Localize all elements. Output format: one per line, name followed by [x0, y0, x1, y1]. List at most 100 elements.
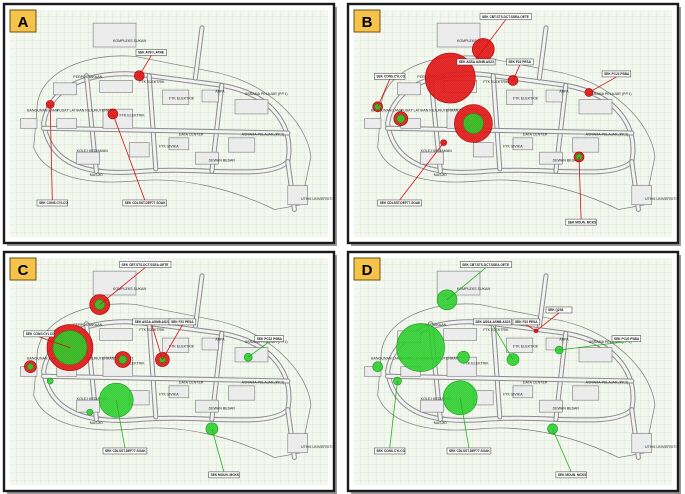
building-block — [20, 118, 38, 129]
callout-box — [374, 447, 406, 455]
building-block — [578, 99, 613, 115]
building-label: FTK ELEKTRIK — [169, 345, 195, 349]
building-label: BANGUNAN LAMA — [27, 357, 59, 361]
building-block — [162, 89, 190, 105]
panel-badge — [353, 257, 381, 281]
building-label: ASRAMA PELAJAR (PP.2) — [242, 380, 285, 384]
building-label: MASJID — [90, 421, 104, 425]
building-label: FTK ELEKTRIK — [139, 80, 165, 84]
callout-label: SEK MOUN. MCKS — [568, 220, 596, 224]
zone-hatch — [118, 355, 127, 364]
zone-hatch — [396, 323, 445, 372]
leader-line — [377, 79, 391, 107]
building-label: FTK SIVIKA — [159, 392, 179, 396]
building-block — [443, 328, 478, 341]
leader-line — [526, 324, 537, 332]
leader-line — [535, 312, 560, 332]
building-label: FTK ELEKTRIK — [464, 361, 490, 365]
panel-letter: A — [18, 14, 29, 31]
leader-line — [138, 55, 152, 76]
campus-road-core — [386, 374, 634, 383]
campus-road-core — [491, 74, 502, 171]
building-block — [572, 385, 600, 401]
zone-hatch — [27, 363, 34, 370]
building-label: DATA CENTER — [523, 380, 548, 384]
building-label: FTK ELEKTRIK — [513, 97, 539, 101]
callout-label: SEK CONS.CYLCO — [39, 201, 68, 205]
building-label: UTHM UNIVERSITI — [645, 445, 677, 449]
callout-label: SEK CDLSST.DEF77.SOAK — [449, 449, 490, 453]
building-label: BANGUNAN LAMA — [27, 109, 59, 113]
building-label: KOLEJ KEDIAMAN — [77, 149, 109, 153]
building-block — [436, 22, 481, 48]
panel-letter: D — [362, 262, 373, 279]
panel-badge — [353, 9, 381, 33]
building-block — [287, 185, 308, 206]
campus-road-core — [537, 26, 548, 80]
building-label: MASJID — [90, 173, 104, 177]
building-block — [473, 142, 494, 158]
campus-road-core — [193, 26, 204, 80]
building-label: ASRAMA PELAJAR (PP.1) — [245, 92, 288, 96]
leader-line — [49, 104, 53, 200]
leader-line — [399, 142, 445, 201]
building-block — [420, 399, 445, 413]
building-label: FTK SIVIKA — [503, 392, 523, 396]
building-block — [76, 151, 100, 165]
building-block — [53, 82, 77, 96]
callout-label: SEK F23 PESA — [508, 60, 531, 64]
leader-line — [475, 49, 484, 60]
building-label: FTK SIVIKA — [503, 144, 523, 148]
building-label: DEWAN BESAR — [209, 407, 236, 411]
callout-label: SEK CONS.CYLCO — [26, 332, 55, 336]
building-label: KOLEJ KEDIAMAN — [421, 397, 453, 401]
building-label: KOMPLEKS SUKAN — [457, 287, 491, 291]
building-block — [512, 137, 534, 151]
panel-d: KOMPLEKS SUKAN PERPUSTAKAAN FTK ELEKTRIK FT… — [346, 250, 681, 494]
zone-hatch — [396, 114, 405, 123]
campus-road-core — [42, 374, 290, 383]
leader-line — [552, 428, 572, 473]
building-label: ARPA — [559, 337, 569, 341]
building-block — [287, 433, 308, 454]
leader-line — [211, 428, 225, 472]
building-label: PUSAT LATIHAN KEJURUTERAAN — [401, 109, 459, 113]
building-block — [195, 151, 219, 165]
building-block — [92, 22, 137, 48]
campus-road-core — [193, 274, 204, 328]
callout-label: SEK F23 PESA — [171, 320, 194, 324]
callout-label: SEK PC22 PSBA — [614, 337, 640, 341]
leader-line — [247, 341, 270, 358]
leader-line — [588, 76, 617, 93]
building-label: PERPUSTAKAAN — [417, 323, 446, 327]
leader-line — [162, 324, 183, 360]
building-label: BANGUNAN LAMA — [371, 357, 403, 361]
zone-hatch — [372, 361, 383, 372]
building-label: BANGUNAN LAMA — [371, 109, 403, 113]
callout-label: SEK AYIN LATRE — [138, 51, 164, 55]
callout-label: SEK CDLSST.DEF77.SOAK — [380, 201, 421, 205]
zone-hatch — [47, 378, 54, 385]
callout-label: SEK CONS.CYLCO — [376, 75, 405, 79]
leader-line — [115, 400, 126, 449]
building-block — [631, 433, 652, 454]
building-label: KOLEJ KEDIAMAN — [77, 397, 109, 401]
building-label: FTK ELEKTRIK — [120, 113, 146, 117]
panel-letter: C — [18, 262, 29, 279]
building-label: FTK ELEKTRIK — [483, 80, 509, 84]
building-block — [228, 385, 256, 401]
callout-label: SEK CONS.CYLCO — [376, 449, 405, 453]
building-label: DATA CENTER — [179, 380, 204, 384]
building-block — [512, 385, 534, 399]
zone-hatch — [86, 409, 93, 416]
building-block — [201, 337, 219, 351]
callout-label: SEK CDLSST.DEF77.SOAK — [125, 201, 166, 205]
building-block — [168, 137, 190, 151]
building-block — [545, 337, 563, 351]
panel-badge — [9, 257, 37, 281]
building-block — [56, 118, 77, 129]
building-block — [506, 337, 534, 353]
building-block — [364, 118, 382, 129]
callout-label: SEK ASSA.ASNB.AS23 — [475, 320, 510, 324]
